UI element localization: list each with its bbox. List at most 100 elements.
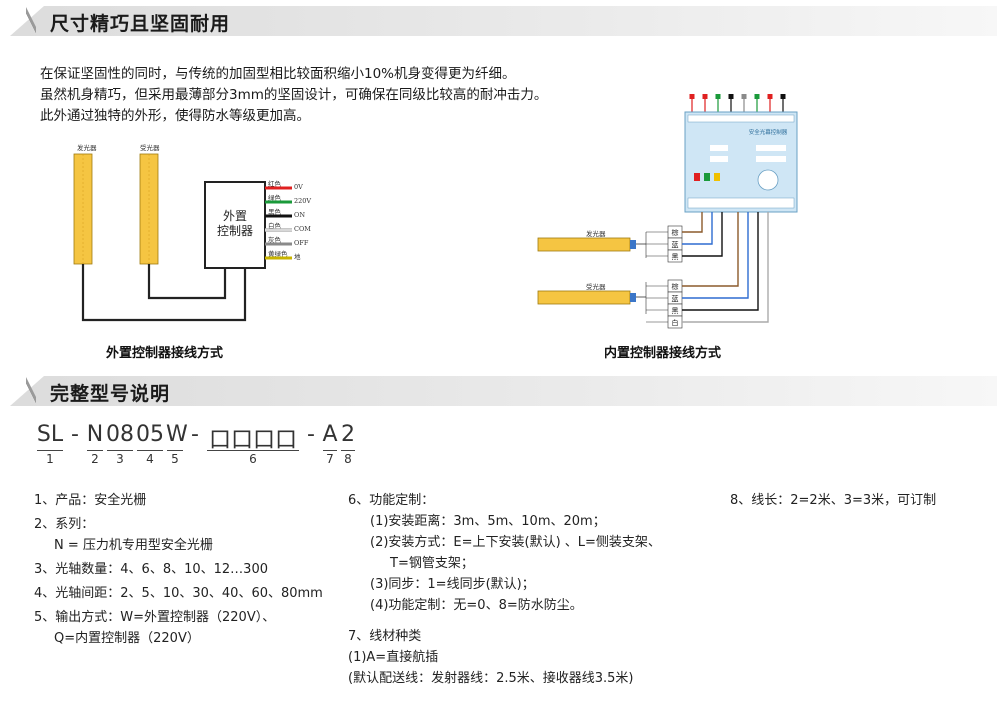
wire-color-label: 黑色: [268, 207, 282, 216]
wire-color-label: 灰色: [268, 235, 282, 244]
spec-item-sub: (2)安装方式：E=上下安装(默认) 、L=侧装支架、: [370, 535, 661, 550]
intro-line: 虽然机身精巧，但采用最薄部分3mm的坚固设计，可确保在同级比较高的耐冲击力。: [40, 87, 548, 103]
wire-color-label: 绿色: [268, 193, 282, 202]
model-segment: 口口口口: [208, 428, 297, 453]
terminal-pin: [741, 94, 747, 99]
model-segment-number: 4: [146, 452, 154, 466]
wire-line: [682, 212, 759, 311]
intro-paragraph: 在保证坚固性的同时，与传统的加固型相比较面积缩小10%机身变得更为纤细。 虽然机…: [40, 64, 547, 127]
spec-item-sub: T=钢管支架；: [390, 556, 474, 571]
model-segment-underline: [207, 450, 299, 451]
terminal-pin: [702, 94, 708, 99]
wire-signal-label: 220V: [294, 197, 311, 205]
wire-signal-label: COM: [294, 225, 311, 233]
wire-terminal-label: 蓝: [672, 240, 679, 249]
model-segment-number: 1: [46, 452, 54, 466]
wire-line: [682, 212, 739, 287]
model-segment: A: [322, 422, 338, 447]
wire-line: [682, 212, 713, 245]
model-segment-underline: [37, 450, 63, 451]
wire-line: [682, 212, 749, 299]
section-header-1: 尺寸精巧且坚固耐用: [10, 6, 997, 36]
terminal-pin: [728, 94, 734, 99]
slash-decoration-icon: [26, 6, 36, 36]
emitter-label: 发光器: [586, 229, 606, 238]
wire-signal-label: ON: [294, 211, 305, 219]
wire-signal-label: 地: [294, 252, 301, 261]
model-segment: W: [166, 422, 188, 447]
model-segment-number: 3: [116, 452, 124, 466]
model-segment-underline: [341, 450, 355, 451]
model-segment: 08: [106, 422, 134, 447]
spec-item: 8、线长：2=2米、3=3米，可订制: [730, 493, 937, 508]
spec-item: 4、光轴间距：2、5、10、30、40、60、80mm: [34, 586, 323, 601]
wire-terminal-label: 黑: [672, 307, 679, 315]
model-segment-number: 7: [326, 452, 334, 466]
spec-item: 5、输出方式：W=外置控制器（220V）、: [34, 610, 276, 625]
wire-line: [682, 212, 703, 233]
slash-decoration-icon: [26, 376, 36, 406]
model-segment-number: 8: [344, 452, 352, 466]
external-controller-wiring-diagram: 发光器 受光器 外置 控制器 红色 0V 绿色 220V 黑色 ON 白色 COM 灰色 OFF 黄…: [73, 143, 311, 322]
model-segment-number: 6: [249, 452, 257, 466]
wire-terminal-label: 棕: [672, 282, 679, 291]
spec-item: 2、系列：: [34, 517, 95, 532]
spec-item-sub: (1)A=直接航插: [348, 650, 439, 665]
model-segment: 05: [136, 422, 164, 447]
spec-item-sub: (4)功能定制：无=0、8=防水防尘。: [370, 598, 583, 613]
spec-column-1: 1、产品：安全光栅 2、系列： N = 压力机专用型安全光栅 3、光轴数量：4、…: [34, 490, 334, 649]
builtin-wiring-caption: 内置控制器接线方式: [604, 346, 722, 361]
emitter-label: 发光器: [77, 143, 97, 152]
controller-label: 外置: [223, 209, 247, 223]
spec-item-sub: Q=内置控制器（220V）: [54, 631, 200, 646]
receiver-label: 受光器: [140, 143, 160, 152]
spec-column-2: 6、功能定制： (1)安装距离：3m、5m、10m、20m； (2)安装方式：E…: [348, 490, 718, 689]
controller-label: 控制器: [217, 224, 253, 238]
receiver-bar: [537, 290, 631, 305]
terminal-pin: [689, 94, 695, 99]
spec-item: 6、功能定制：: [348, 493, 435, 508]
wire-line: [682, 212, 769, 323]
intro-line: 此外通过独特的外形，使得防水等级更加高。: [40, 108, 310, 124]
wire-signal-label: OFF: [294, 239, 309, 247]
model-segment-underline: [107, 450, 133, 451]
terminal-pin: [715, 94, 721, 99]
wire-color-label: 白色: [268, 221, 282, 230]
model-segment-underline: [323, 450, 337, 451]
spec-column-3: 8、线长：2=2米、3=3米，可订制: [730, 490, 990, 511]
terminal-pin: [767, 94, 773, 99]
external-wiring-caption: 外置控制器接线方式: [106, 346, 224, 361]
section-title: 尺寸精巧且坚固耐用: [50, 13, 231, 35]
model-segment-number: 5: [171, 452, 179, 466]
spec-item-sub: N = 压力机专用型安全光栅: [54, 538, 213, 553]
wire-signal-label: 0V: [294, 183, 303, 191]
model-segment-underline: [137, 450, 163, 451]
wire-terminal-label: 黑: [672, 253, 679, 261]
spec-item-sub: (默认配送线：发射器线：2.5米、接收器线3.5米): [348, 671, 634, 686]
terminal-pin: [780, 94, 786, 99]
model-segment: SL: [36, 422, 64, 447]
wire-terminal-label: 白: [672, 318, 679, 327]
terminal-pin: [754, 94, 760, 99]
model-segment: -: [71, 422, 79, 447]
receiver-label: 受光器: [586, 282, 606, 291]
model-segment: N: [86, 422, 104, 447]
wire-color-label: 黄绿色: [268, 249, 288, 258]
spec-item: 1、产品：安全光栅: [34, 493, 147, 508]
model-segment: -: [307, 422, 315, 447]
wire-color-label: 红色: [268, 179, 282, 188]
emitter-bar: [537, 237, 631, 252]
wire-line: [682, 212, 723, 257]
section-header-2: 完整型号说明: [10, 376, 997, 406]
wire-terminal-label: 蓝: [672, 294, 679, 303]
spec-item: 3、光轴数量：4、6、8、10、12…300: [34, 562, 268, 577]
controller-title: 安全光幕控制器: [749, 128, 788, 136]
model-segment-underline: [87, 450, 103, 451]
spec-item: 7、线材种类: [348, 629, 422, 644]
section-title: 完整型号说明: [50, 383, 171, 405]
spec-item-sub: (3)同步：1=线同步(默认)；: [370, 577, 535, 592]
wire-terminal-label: 棕: [672, 228, 679, 237]
external-controller-box: [204, 181, 266, 269]
intro-line: 在保证坚固性的同时，与传统的加固型相比较面积缩小10%机身变得更为纤细。: [40, 66, 516, 82]
